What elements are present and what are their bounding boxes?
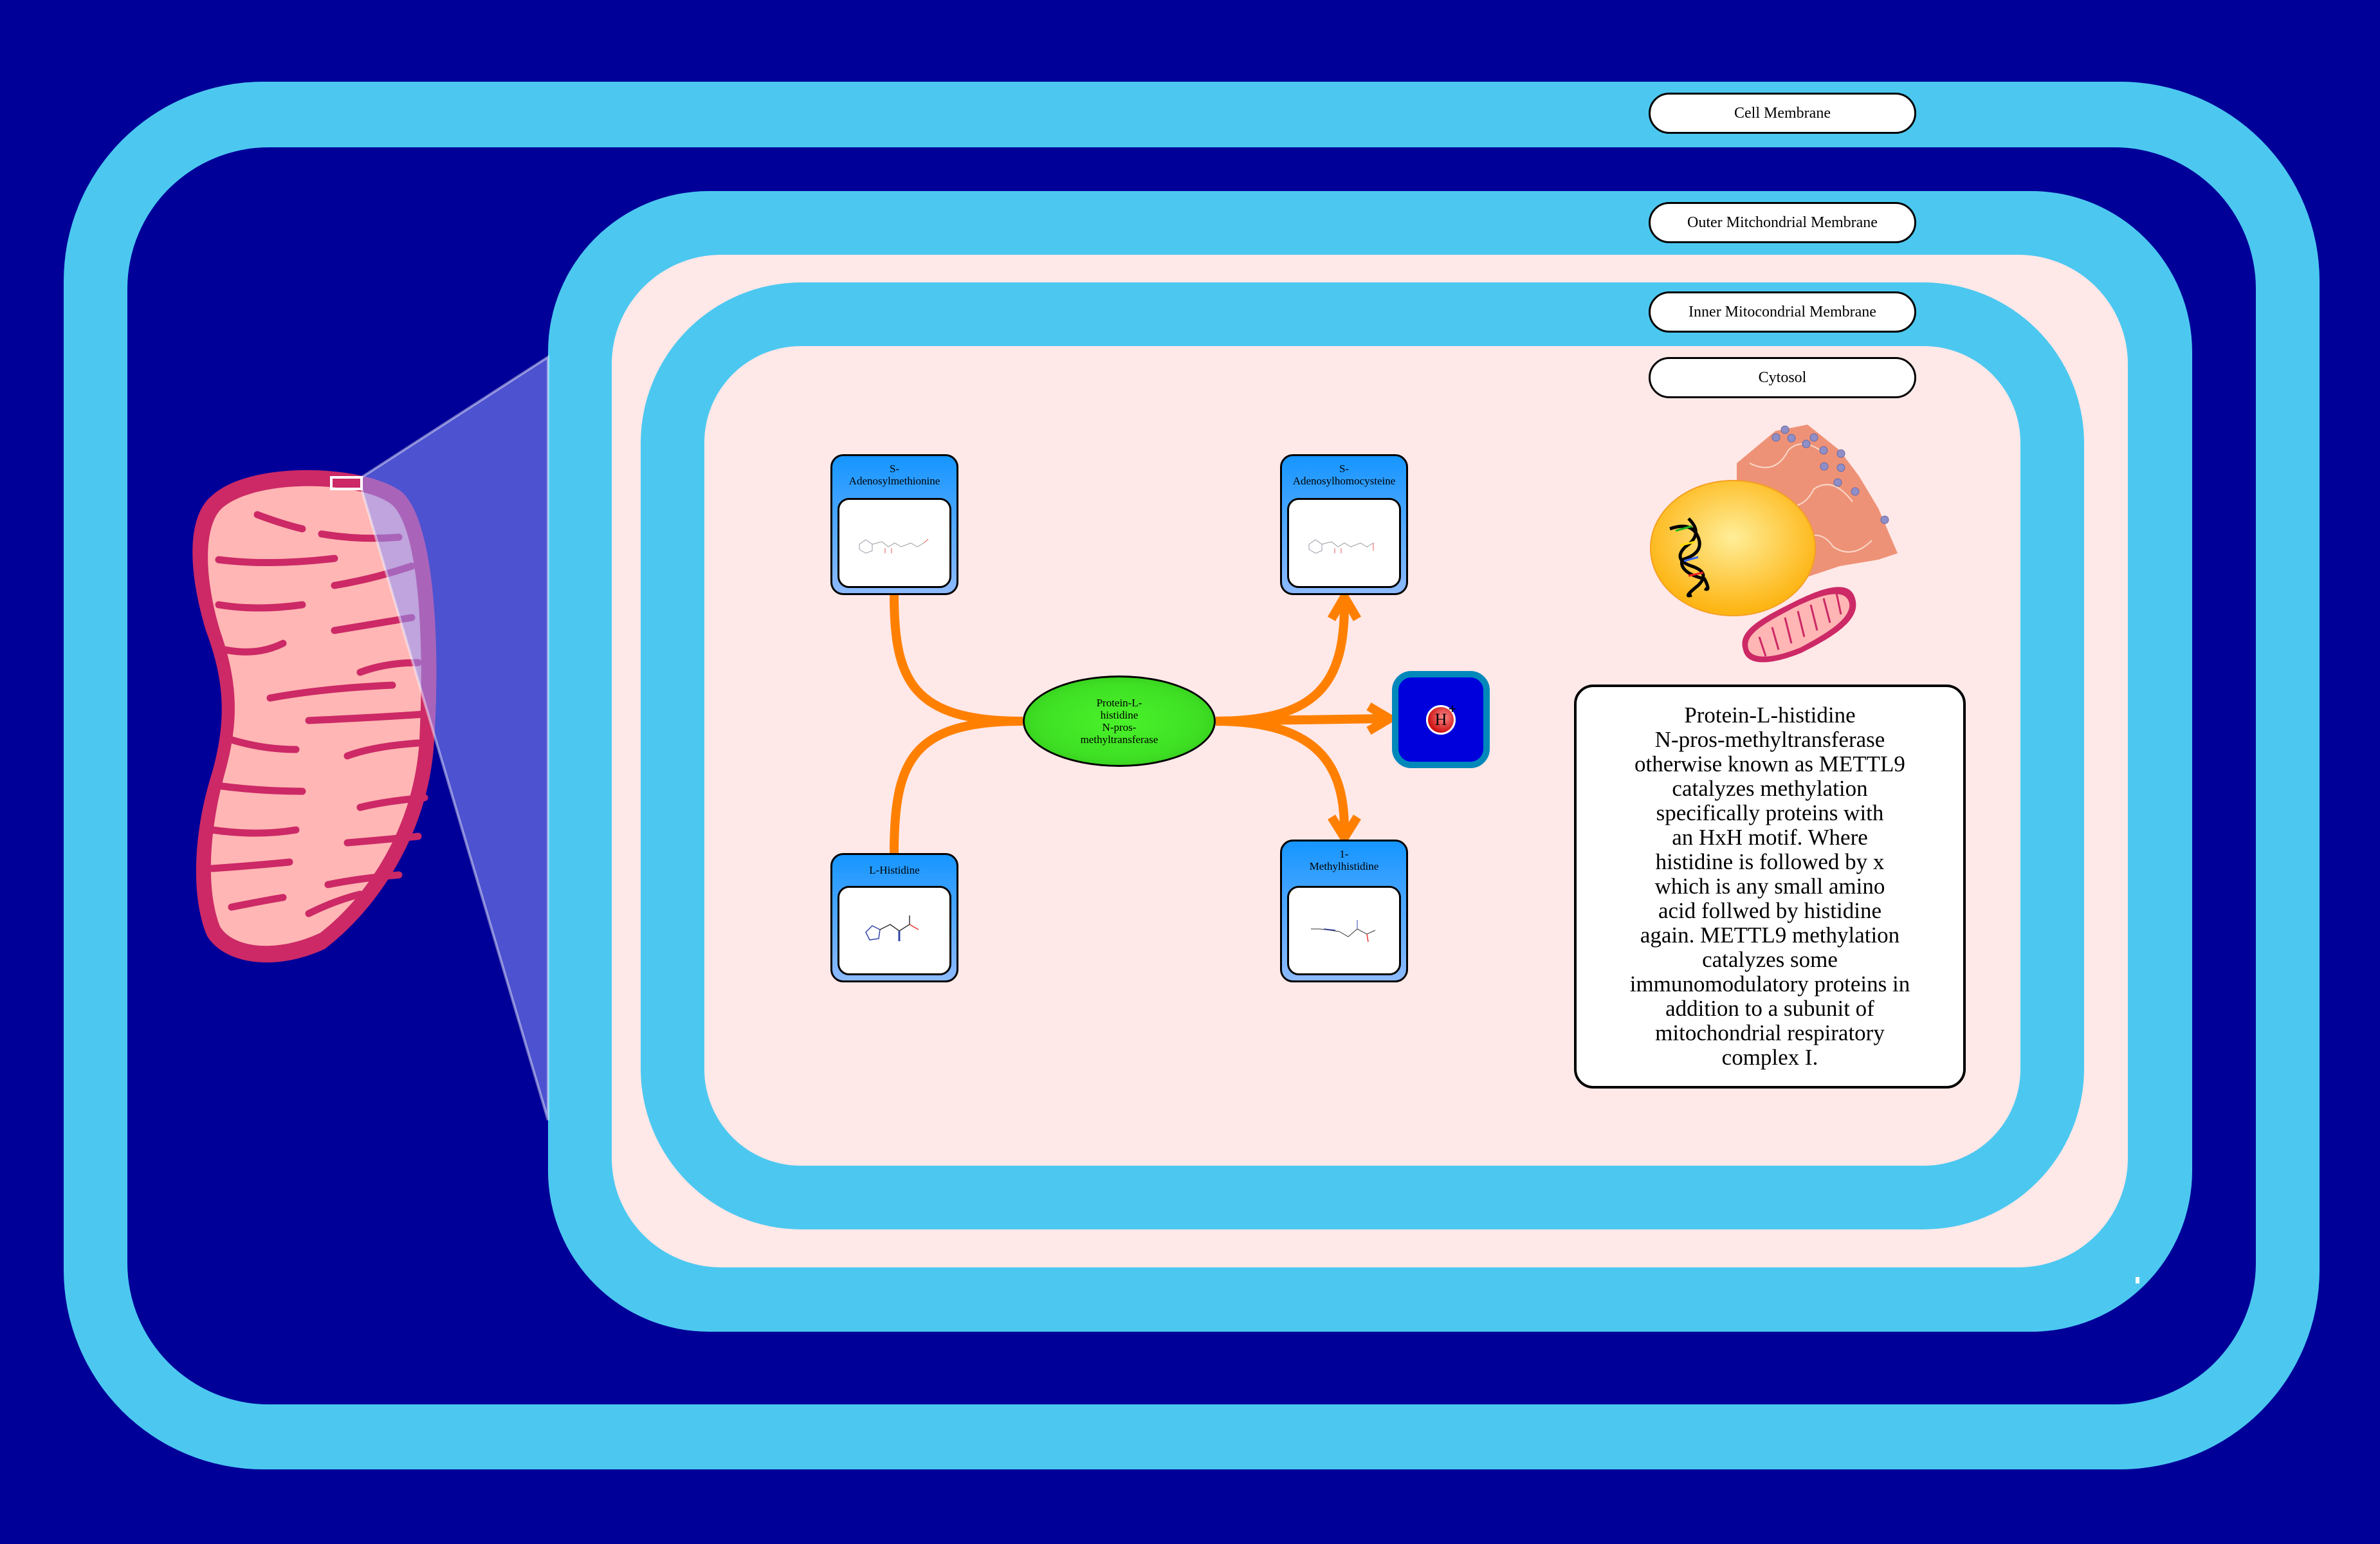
arrowhead-sah xyxy=(1327,588,1362,621)
description-line: catalyzes some xyxy=(1702,947,1838,972)
label-text: Cell Membrane xyxy=(1734,104,1831,122)
metabolite-name: 1-Methylhistidine xyxy=(1309,848,1379,872)
edge-sam-to-enzyme xyxy=(890,594,1023,726)
description-line: acid follwed by histidine xyxy=(1658,898,1881,923)
metabolite-node-l-histidine[interactable]: L-Histidine xyxy=(830,853,958,982)
metabolite-node-1-methylhistidine[interactable]: 1-Methylhistidine xyxy=(1280,840,1408,982)
structure-image xyxy=(838,498,951,588)
description-line: again. METTL9 methylation xyxy=(1640,923,1900,948)
label-text: Outer Mitchondrial Membrane xyxy=(1687,214,1878,231)
description-line: N-pros-methyltransferase xyxy=(1654,727,1885,752)
label-text: Cytosol xyxy=(1758,369,1807,386)
label-outer-mitochondrial-membrane: Outer Mitchondrial Membrane xyxy=(1649,202,1916,243)
edge-enzyme-to-sah xyxy=(1215,604,1349,726)
cell-organelles-icon xyxy=(1650,425,1898,663)
metabolite-name: L-Histidine xyxy=(869,864,920,876)
label-cell-membrane: Cell Membrane xyxy=(1649,93,1916,134)
label-cytosol: Cytosol xyxy=(1649,357,1916,398)
metabolite-name: S-Adenosylhomocysteine xyxy=(1292,463,1396,487)
metabolite-node-sah[interactable]: S-Adenosylhomocysteine xyxy=(1280,454,1408,595)
description-line: catalyzes methylation xyxy=(1672,776,1868,801)
description-line: histidine is followed by x xyxy=(1655,849,1885,874)
dna-helix-icon xyxy=(1669,517,1710,598)
label-text: Inner Mitocondrial Membrane xyxy=(1689,303,1876,320)
structure-image xyxy=(1287,886,1401,975)
proton-charge: + xyxy=(1448,700,1456,717)
proton-symbol: H xyxy=(1434,710,1447,729)
small-mitochondrion-icon xyxy=(1742,587,1856,663)
molecule-structure-icon xyxy=(859,538,928,554)
structure-image xyxy=(838,886,951,975)
molecule-structure-icon xyxy=(865,915,919,941)
description-line: complex I. xyxy=(1721,1045,1818,1070)
mitochondrion-icon xyxy=(192,470,437,963)
description-line: addition to a subunit of xyxy=(1665,996,1874,1021)
edge-his-to-enzyme xyxy=(890,717,1023,854)
description-line: mitochondrial respiratory xyxy=(1655,1020,1885,1045)
description-line: specifically proteins with xyxy=(1656,800,1884,825)
metabolite-name: S-Adenosylmethionine xyxy=(848,463,940,487)
molecule-structure-icon xyxy=(1308,539,1373,554)
arrowhead-methylhistidine xyxy=(1328,814,1361,847)
proton-node[interactable]: H + xyxy=(1392,671,1490,768)
molecule-structure-icon xyxy=(1310,919,1375,942)
proton-icon: H + xyxy=(1426,701,1456,735)
arrowhead-proton xyxy=(1366,702,1398,735)
nucleus-icon xyxy=(1650,480,1816,616)
label-inner-mitochondrial-membrane: Inner Mitocondrial Membrane xyxy=(1649,291,1916,333)
description-line: an HxH motif. Where xyxy=(1672,825,1868,850)
edge-enzyme-to-methylhistidine xyxy=(1215,717,1349,831)
description-line: otherwise known as METTL9 xyxy=(1634,751,1905,777)
corner-marker xyxy=(2136,1277,2139,1283)
zoom-region-marker xyxy=(330,476,363,490)
description-line: which is any small amino xyxy=(1654,874,1885,899)
metabolite-node-sam[interactable]: S-Adenosylmethionine xyxy=(830,454,958,595)
structure-image xyxy=(1287,498,1401,588)
description-line: immunomodulatory proteins in xyxy=(1629,971,1910,997)
description-line: Protein-L-histidine xyxy=(1684,703,1856,728)
